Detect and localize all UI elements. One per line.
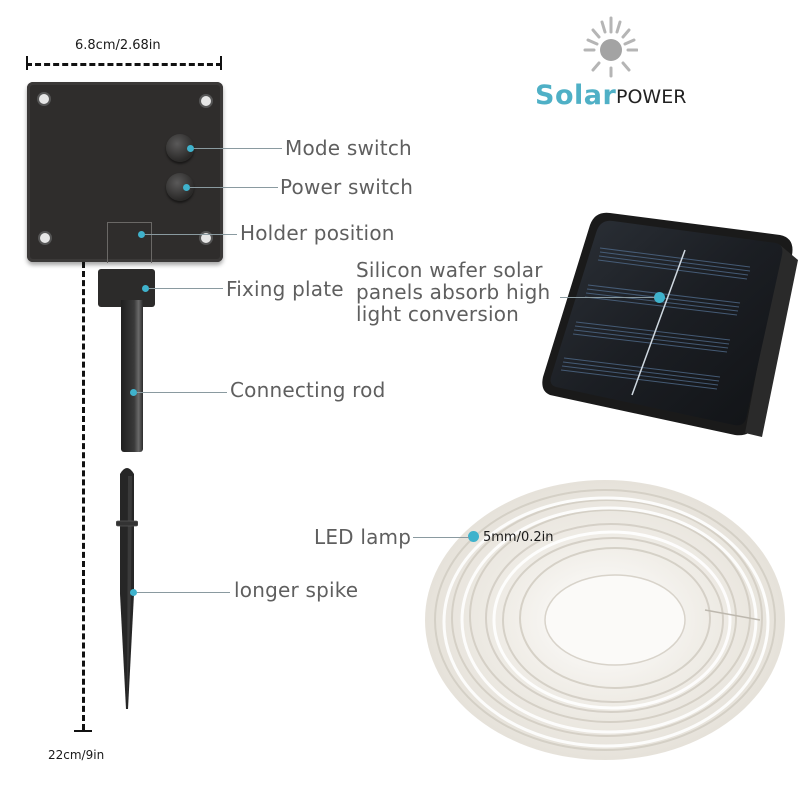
holder-position-slot	[107, 222, 152, 263]
solar-panel-label-line2: panels absorb high	[356, 280, 551, 304]
callout-dot	[138, 231, 145, 238]
longer-spike-label: longer spike	[234, 578, 359, 602]
callout-dot	[142, 285, 149, 292]
leader-line	[137, 392, 227, 393]
solar-panel-label-line1: Silicon wafer solar	[356, 258, 543, 282]
height-label: 22cm/9in	[48, 748, 105, 762]
logo-solar-text: Solar	[535, 80, 617, 111]
screw-hole	[199, 94, 213, 108]
dimension-tick-bottom	[74, 730, 92, 732]
callout-dot	[130, 589, 137, 596]
leader-line	[194, 148, 282, 149]
logo-power-text: POWER	[616, 86, 687, 108]
solar-panel-label-line3: light conversion	[356, 302, 520, 326]
width-dashed-line	[26, 63, 222, 66]
callout-dot	[183, 184, 190, 191]
leader-line	[137, 592, 230, 593]
leader-line	[413, 537, 469, 538]
leader-line	[145, 234, 237, 235]
leader-line	[149, 288, 223, 289]
screw-hole	[38, 231, 52, 245]
dimension-tick-right	[220, 56, 222, 70]
ground-spike	[116, 468, 138, 709]
power-switch-label: Power switch	[280, 175, 414, 199]
callout-dot	[187, 145, 194, 152]
callout-dot	[654, 292, 665, 303]
led-lamp-label: LED lamp	[314, 525, 412, 549]
solar-panel-image	[542, 212, 798, 437]
callout-dot	[130, 389, 137, 396]
led-rope-light-coil	[425, 480, 785, 760]
callout-dot	[468, 531, 479, 542]
controller-box	[27, 82, 223, 262]
height-dashed-line	[82, 262, 85, 730]
leader-line	[560, 297, 655, 298]
sun-icon	[583, 16, 638, 78]
leader-line	[190, 187, 278, 188]
fixing-plate-label: Fixing plate	[226, 277, 344, 301]
connecting-rod-label: Connecting rod	[230, 378, 386, 402]
connecting-rod	[121, 300, 143, 452]
led-diameter-label: 5mm/0.2in	[483, 530, 554, 545]
screw-hole	[37, 92, 51, 106]
width-label: 6.8cm/2.68in	[75, 38, 161, 53]
mode-switch-label: Mode switch	[285, 136, 412, 160]
holder-position-label: Holder position	[240, 221, 395, 245]
